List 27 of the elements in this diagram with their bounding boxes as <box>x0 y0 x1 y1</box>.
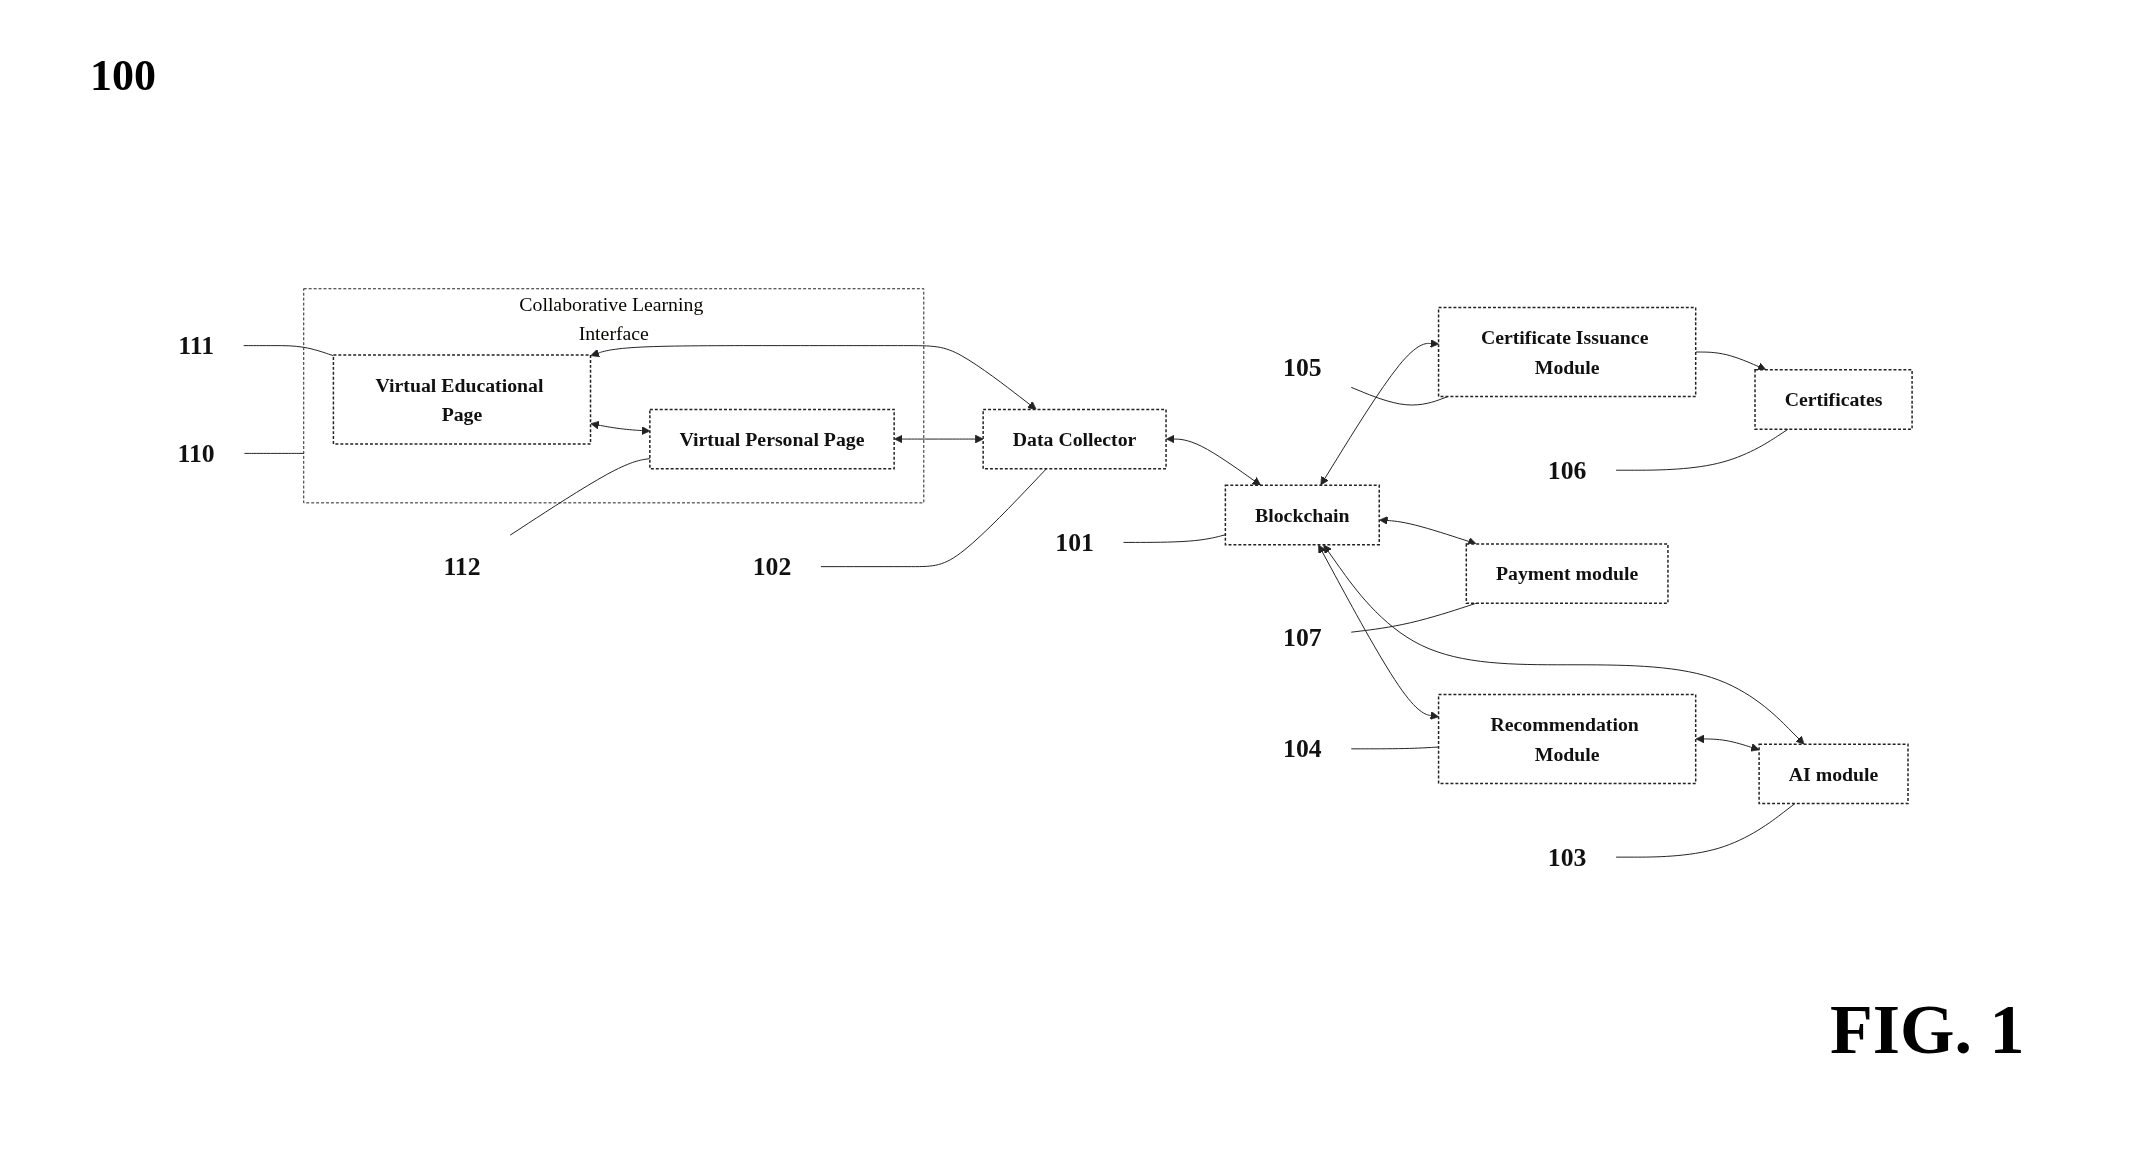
node-text: 103 <box>1547 842 1587 872</box>
connector <box>243 345 334 357</box>
node-box: Blockchain <box>1224 484 1380 546</box>
node-box: Virtual Personal Page <box>649 408 895 470</box>
connector <box>820 468 1047 568</box>
node-text: 101 <box>1055 528 1094 557</box>
figure-reference-number: 100 <box>90 50 156 101</box>
node-text: 102 <box>752 552 792 581</box>
node-box: AI module <box>1758 743 1909 805</box>
connector <box>1615 803 1796 858</box>
figure-label: FIG. 1 <box>1830 990 2025 1070</box>
node-text: 105 <box>1283 352 1322 382</box>
node-box: Payment module <box>1465 543 1669 604</box>
connector <box>1615 428 1789 471</box>
node-box: Virtual Educational Page <box>332 354 592 445</box>
node-text: 106 <box>1547 455 1587 485</box>
node-text: 104 <box>1283 734 1322 764</box>
node-box: Data Collector <box>982 408 1167 470</box>
connector <box>243 452 305 454</box>
node-text: 110 <box>177 439 215 468</box>
connector <box>1123 534 1226 543</box>
node-box: Recommendation Module <box>1437 693 1697 785</box>
node-box: Certificate Issuance Module <box>1437 306 1697 398</box>
node-box: Certificates <box>1754 369 1913 430</box>
node-text: 112 <box>443 552 481 581</box>
node-text: 111 <box>178 331 215 360</box>
node-text: 107 <box>1283 623 1322 653</box>
